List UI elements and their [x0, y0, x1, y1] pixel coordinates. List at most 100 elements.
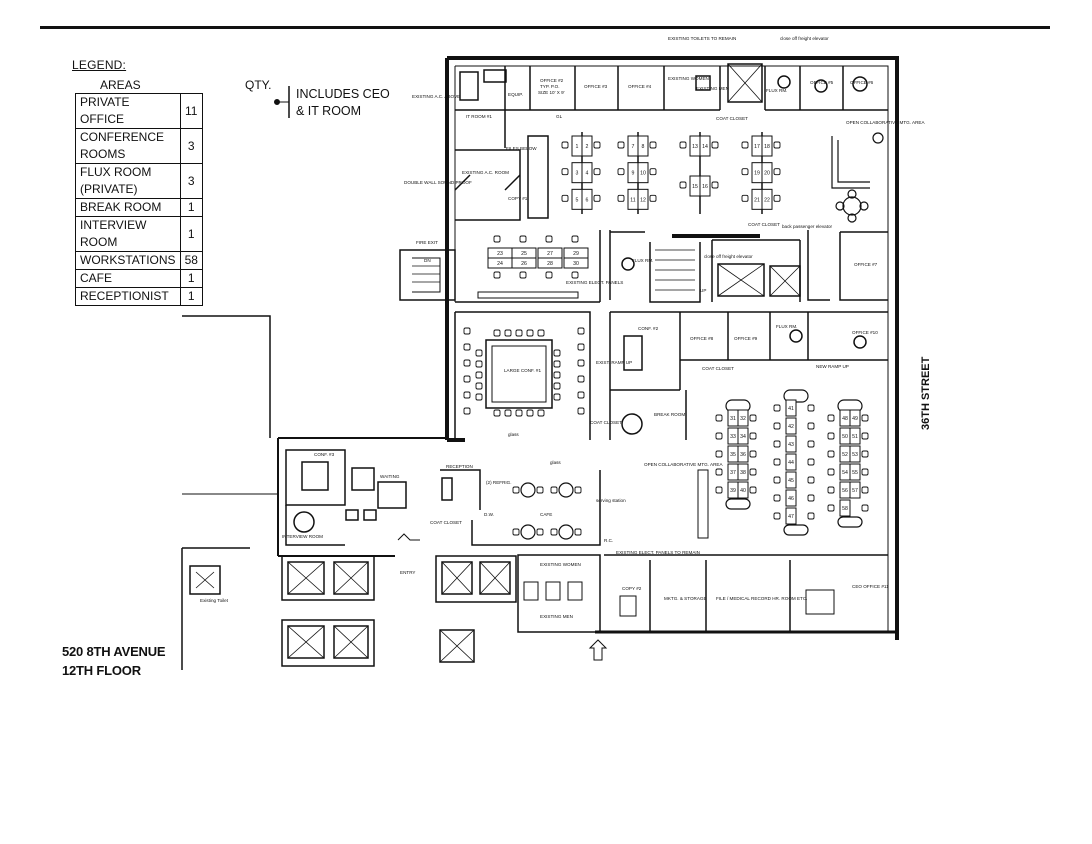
chair [715, 450, 723, 458]
workstation-desk [699, 175, 711, 197]
cafe-tables [512, 482, 582, 540]
workstation-number: 37 [730, 470, 736, 476]
workstation-number: 18 [764, 144, 770, 150]
workstation-desk [785, 489, 797, 507]
label-existing-women-2: EXISTING WOMEN [540, 562, 581, 567]
workstation-number: 26 [521, 261, 527, 267]
workstation-desk [785, 399, 797, 417]
chair [807, 512, 815, 520]
workstation-number: 31 [730, 416, 736, 422]
workstation-desk [839, 499, 851, 517]
chair [512, 528, 520, 536]
chair [577, 391, 585, 399]
workstation-number: 49 [852, 416, 858, 422]
workstation-number: 43 [788, 442, 794, 448]
chair [574, 528, 582, 536]
workstation-number: 2 [586, 144, 589, 150]
label-office2-sub2: SIZE 10' X 9' [538, 90, 565, 95]
chair [807, 440, 815, 448]
label-waiting: WAITING [380, 474, 400, 479]
chair [475, 371, 483, 379]
label-fire-exit: FIRE EXIT [416, 240, 438, 245]
workstation-number: 44 [788, 460, 794, 466]
chair [577, 327, 585, 335]
workstation-number: 23 [497, 251, 503, 257]
chair [493, 235, 501, 243]
label-office7: OFFICE #7 [854, 262, 878, 267]
cafe-table [558, 482, 574, 498]
legend-area: BREAK ROOM [75, 198, 181, 217]
chair [519, 235, 527, 243]
address-block: 520 8TH AVENUE 12TH FLOOR [62, 642, 166, 680]
workstation-number: 56 [842, 488, 848, 494]
workstation-number: 41 [788, 406, 794, 412]
chair [807, 404, 815, 412]
workstation-number: 50 [842, 434, 848, 440]
workstation-number: 53 [852, 452, 858, 458]
workstation-number: 46 [788, 496, 794, 502]
chair [553, 382, 561, 390]
chair [536, 486, 544, 494]
chair [504, 329, 512, 337]
workstation-desk [637, 162, 649, 184]
label-exist-ramp: EXIST. RAMP UP [596, 360, 632, 365]
chair [515, 409, 523, 417]
chair [475, 349, 483, 357]
label-equip: EQUIP. [508, 92, 523, 97]
workstation-number: 5 [576, 197, 579, 203]
workstation-desk [849, 445, 861, 463]
chair [773, 458, 781, 466]
workstation-number: 17 [754, 144, 760, 150]
legend-areas-header: AREAS [100, 78, 141, 92]
chair [773, 168, 781, 176]
chair [577, 407, 585, 415]
chair [649, 168, 657, 176]
label-it-room: IT ROOM #1 [466, 114, 492, 119]
bench-endcap [783, 524, 809, 536]
chair [561, 141, 569, 149]
label-coat-closet-5: COAT CLOSET [430, 520, 462, 525]
room-labels: OFFICE #2 TYP. P.O. SIZE 10' X 9' OFFICE… [200, 36, 925, 619]
chair [577, 359, 585, 367]
chair [550, 486, 558, 494]
chair [807, 458, 815, 466]
chair [679, 181, 687, 189]
chair [475, 382, 483, 390]
chair [571, 271, 579, 279]
chair [526, 409, 534, 417]
workstation-desk [637, 135, 649, 157]
chair [493, 271, 501, 279]
workstation-number: 48 [842, 416, 848, 422]
workstation-desk [849, 463, 861, 481]
workstation-number: 34 [740, 434, 746, 440]
workstation-number: 40 [740, 488, 746, 494]
chair [463, 407, 471, 415]
top-offices [455, 63, 888, 148]
legend-title: LEGEND: [72, 58, 127, 72]
workstation-number: 52 [842, 452, 848, 458]
chair [553, 371, 561, 379]
chair [749, 414, 757, 422]
label-dn: DN [424, 258, 431, 263]
chair [571, 235, 579, 243]
workstation-number: 36 [740, 452, 746, 458]
chair [493, 329, 501, 337]
workstation-number: 12 [640, 197, 646, 203]
workstation-number: 30 [573, 261, 579, 267]
chair [711, 141, 719, 149]
workstation-number: 57 [852, 488, 858, 494]
chair [827, 486, 835, 494]
chair [493, 409, 501, 417]
chair [749, 450, 757, 458]
chair [475, 360, 483, 368]
label-existing-elect-2: EXISTING ELECT. PANELS TO REMAIN [616, 550, 700, 555]
chair [617, 194, 625, 202]
label-copy2: COPY #2 [622, 586, 642, 591]
workstation-number: 32 [740, 416, 746, 422]
label-existing-toilets: EXISTING TOILETS TO REMAIN [668, 36, 736, 41]
chair [715, 468, 723, 476]
